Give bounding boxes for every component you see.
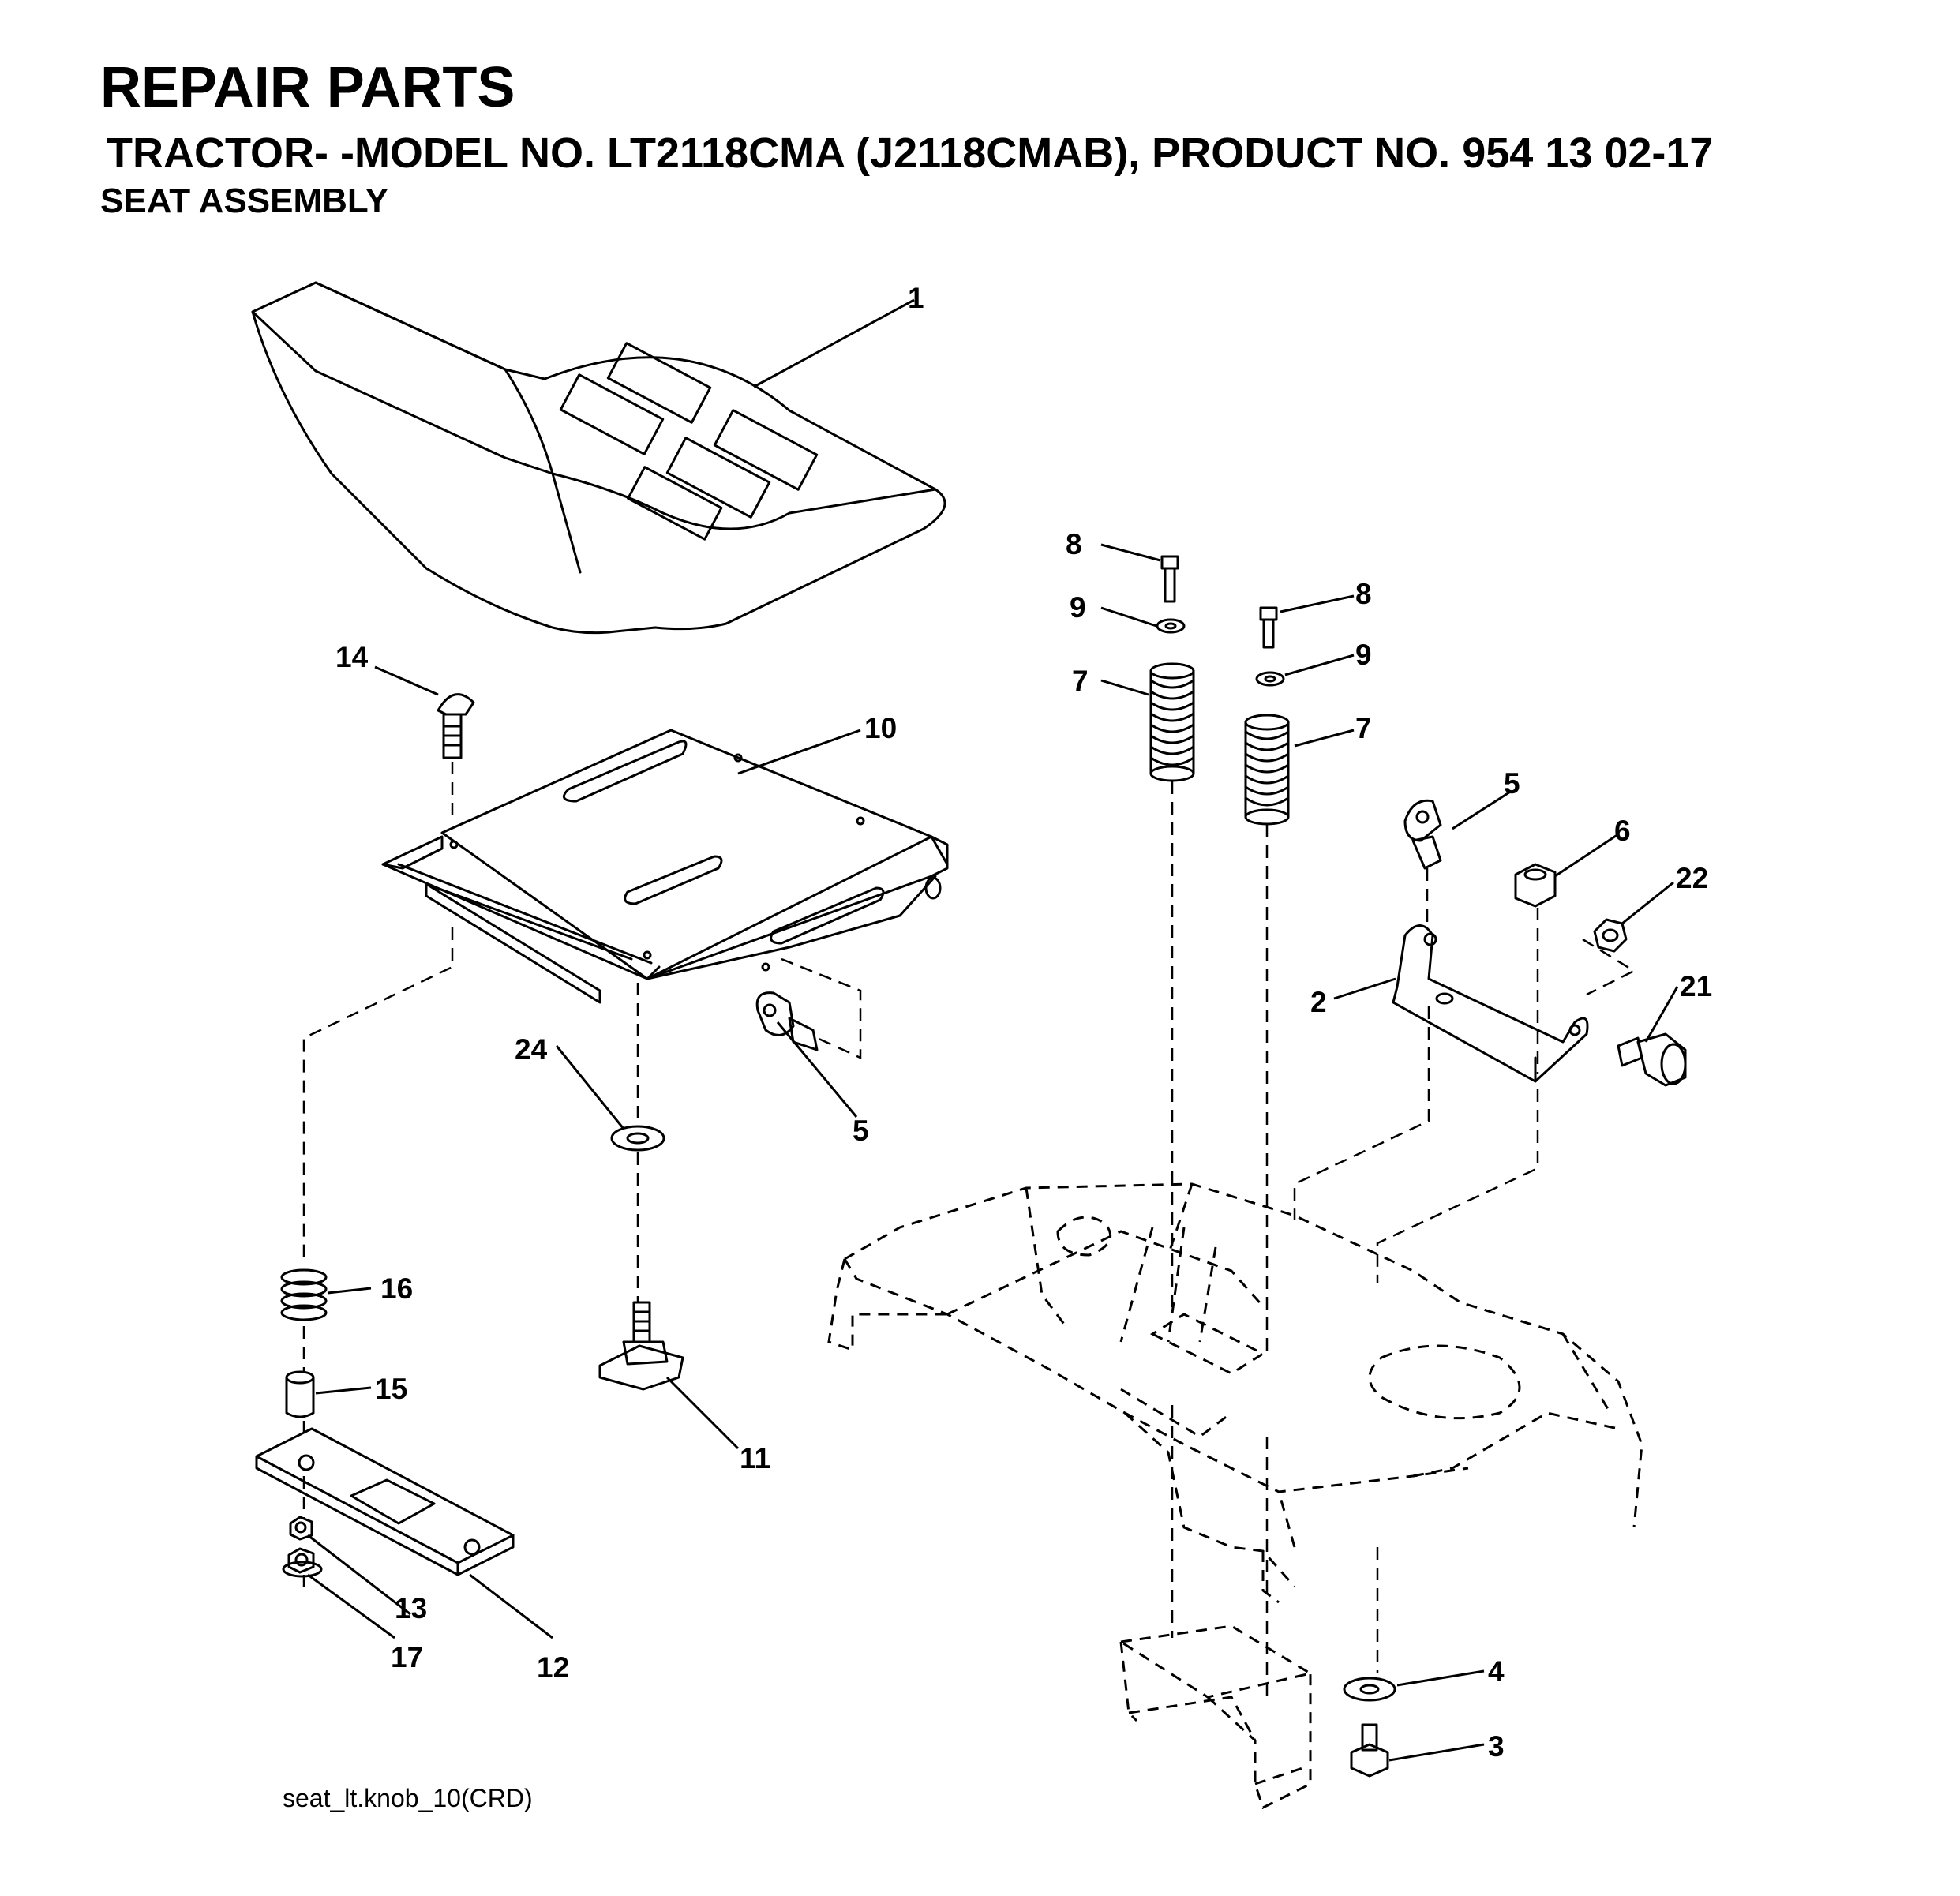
callout-15: 15 [375, 1373, 407, 1405]
bracket-plate-part [255, 1427, 515, 1576]
callout-12: 12 [537, 1651, 569, 1684]
callout-9-right: 9 [1355, 639, 1372, 671]
callout-16: 16 [380, 1272, 413, 1305]
callout-1: 1 [908, 282, 924, 314]
seat-part [251, 281, 946, 635]
callout-5-lower: 5 [853, 1115, 869, 1147]
spring-part-small [280, 1268, 328, 1321]
callout-14: 14 [335, 641, 369, 673]
callout-13: 13 [395, 1592, 427, 1624]
washer-part-9-right [1255, 671, 1285, 687]
callout-8-right: 8 [1355, 578, 1372, 610]
bracket-part-2 [1392, 924, 1589, 1083]
callout-22: 22 [1676, 862, 1708, 894]
callout-2: 2 [1310, 986, 1327, 1018]
section-title: SEAT ASSEMBLY [100, 182, 389, 220]
clip-nut-part-upper [1403, 799, 1442, 870]
carriage-bolt-part [437, 693, 475, 759]
bolt-part-21 [1617, 1032, 1687, 1087]
spring-part-7-right [1244, 714, 1290, 826]
callout-24: 24 [515, 1033, 548, 1066]
spring-part-7-left [1149, 662, 1195, 782]
page-title: REPAIR PARTS [100, 56, 515, 119]
knob-part [598, 1301, 684, 1391]
nut-part-6 [1514, 863, 1557, 908]
callout-3: 3 [1488, 1730, 1505, 1763]
callout-9-left: 9 [1070, 591, 1086, 624]
fender-frame-reference [827, 1182, 1643, 1810]
callout-17: 17 [391, 1641, 423, 1673]
callout-11: 11 [740, 1442, 770, 1474]
callout-labels: 1 2 3 4 5 5 6 7 7 8 8 9 9 10 11 12 13 14… [335, 282, 1712, 1763]
spacer-part [285, 1370, 315, 1418]
nut-part-22 [1593, 918, 1628, 953]
callout-21: 21 [1680, 970, 1712, 1002]
flange-nut-part [282, 1547, 323, 1578]
callout-4: 4 [1488, 1655, 1505, 1688]
callout-7-left: 7 [1072, 665, 1089, 697]
callout-8-left: 8 [1066, 528, 1082, 560]
callout-leaders [307, 298, 1679, 1762]
model-subtitle: TRACTOR- -MODEL NO. LT2118CMA (J2118CMAB… [107, 129, 1714, 177]
washer-part-4 [1343, 1677, 1396, 1702]
callout-6: 6 [1614, 815, 1631, 847]
bolt-part-3 [1350, 1723, 1389, 1778]
callout-7-right: 7 [1355, 712, 1372, 744]
drawing-reference: seat_lt.knob_10(CRD) [283, 1784, 533, 1812]
washer-part [610, 1125, 665, 1152]
nut-part-13 [289, 1516, 313, 1541]
bolt-part-8-right [1259, 606, 1278, 649]
seat-pan-part [381, 729, 949, 1004]
clip-nut-part-lower [755, 991, 819, 1051]
callout-10: 10 [864, 712, 897, 744]
callout-5-upper: 5 [1504, 767, 1520, 800]
bolt-part-8-left [1160, 555, 1179, 603]
alignment-lines [302, 762, 1636, 1697]
washer-part-9-left [1156, 618, 1186, 634]
